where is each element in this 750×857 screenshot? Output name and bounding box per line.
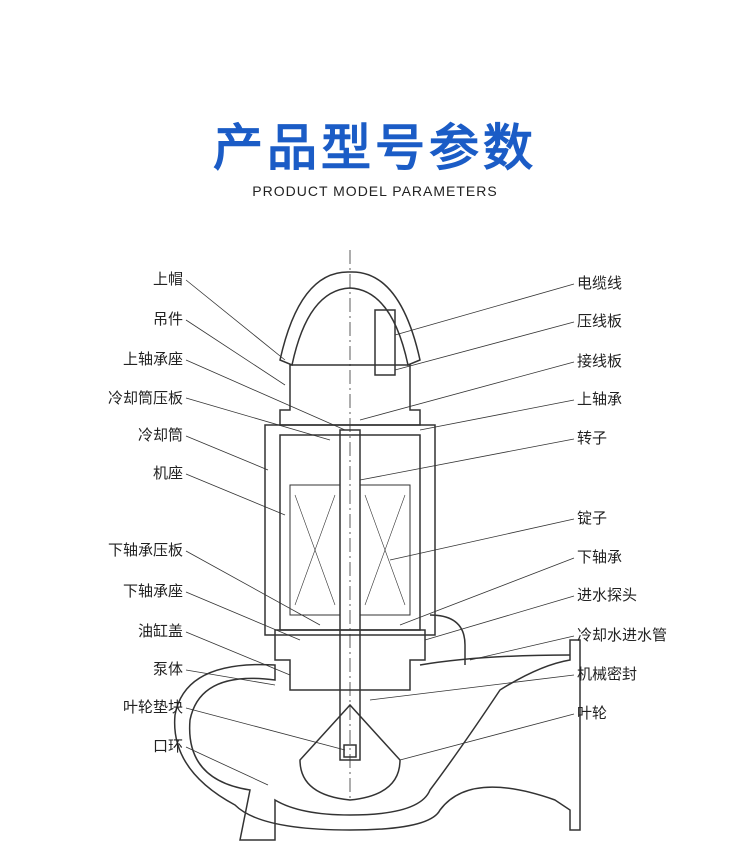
- cable-gland: [374, 309, 396, 376]
- label-rotor: 转子: [577, 429, 608, 447]
- label-lower-bearing-seat: 下轴承座: [122, 582, 183, 600]
- pump-body: [173, 639, 581, 841]
- label-upper-bearing: 上轴承: [577, 390, 623, 408]
- page-subtitle: PRODUCT MODEL PARAMETERS: [252, 183, 498, 199]
- cooling-water-pipe: [429, 614, 466, 665]
- label-impeller: 叶轮: [577, 704, 608, 722]
- cooling-jacket: [264, 424, 436, 636]
- label-lifting-lug: 吊件: [152, 310, 183, 328]
- leader-lines-left: [185, 279, 346, 786]
- label-impeller-pad: 叶轮垫块: [122, 698, 183, 716]
- label-lower-bearing: 下轴承: [577, 548, 623, 566]
- label-cable: 电缆线: [577, 274, 623, 292]
- label-upper-bearing-seat: 上轴承座: [122, 350, 183, 368]
- impeller: [299, 703, 401, 801]
- label-mechanical-seal: 机械密封: [577, 665, 638, 683]
- label-water-probe: 进水探头: [577, 586, 638, 604]
- label-motor-frame: 机座: [152, 464, 183, 482]
- label-lower-bearing-plate: 下轴承压板: [107, 541, 183, 559]
- label-cooling-water-pipe: 冷却水进水管: [577, 626, 668, 644]
- top-cap: [279, 271, 421, 367]
- label-pump-body: 泵体: [152, 660, 183, 678]
- label-terminal-board: 接线板: [577, 352, 623, 370]
- label-oil-chamber-cover: 油缸盖: [137, 622, 183, 640]
- leader-lines-right: [359, 283, 575, 761]
- label-cooling-jacket: 冷却筒: [137, 426, 183, 444]
- shaft: [339, 429, 361, 761]
- label-wear-ring: 口环: [152, 737, 183, 755]
- page-title: 产品型号参数: [213, 119, 537, 177]
- label-cooling-jacket-plate: 冷却筒压板: [107, 389, 183, 407]
- label-stator: 锭子: [577, 509, 608, 527]
- label-cable-clamp: 压线板: [577, 312, 623, 330]
- label-top-cap: 上帽: [152, 270, 183, 288]
